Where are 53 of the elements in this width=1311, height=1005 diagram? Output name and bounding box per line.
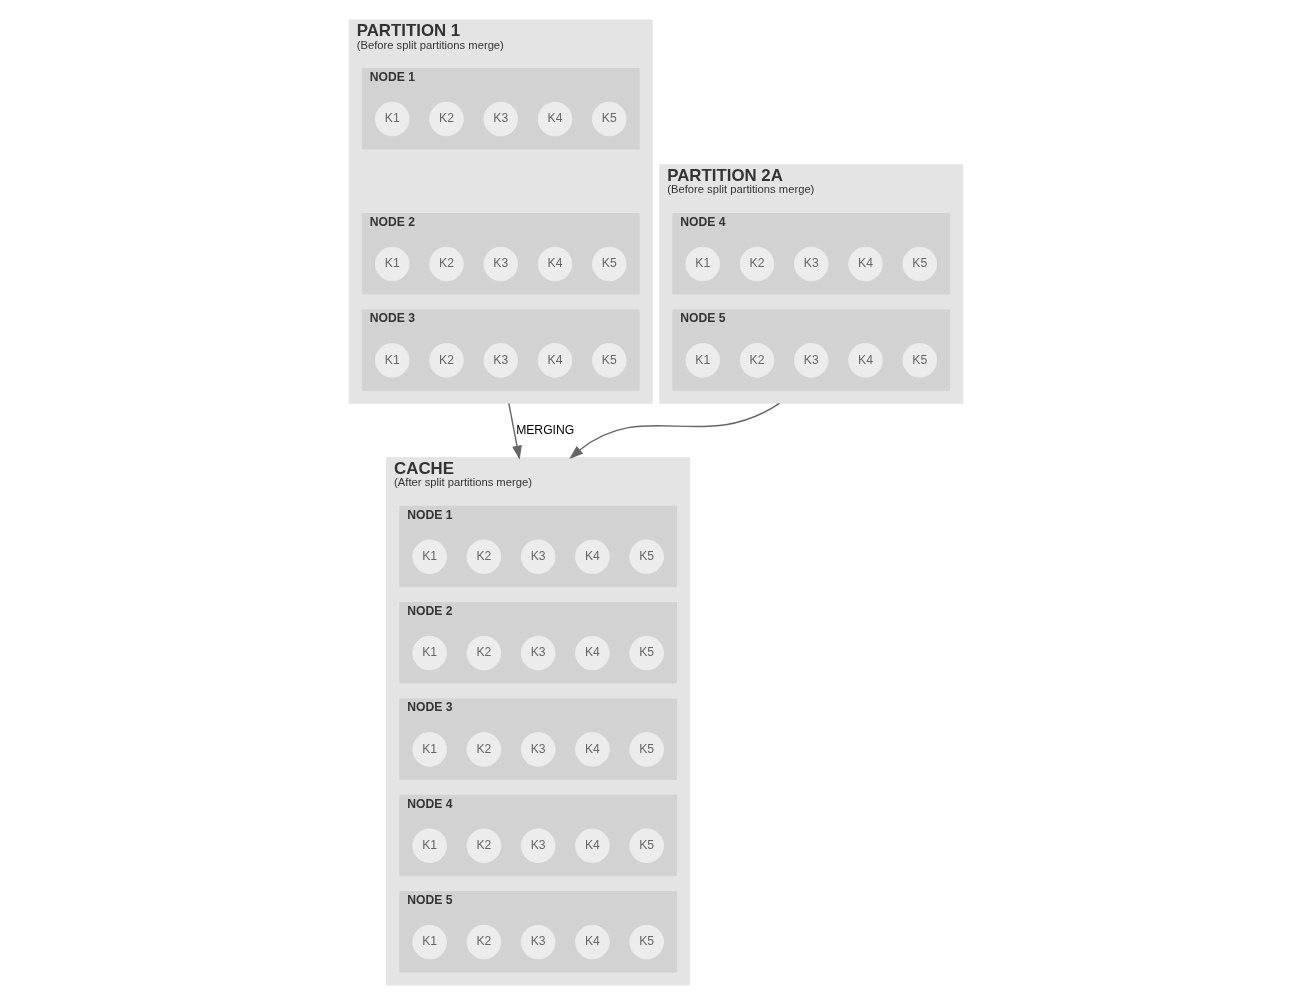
node-circle: K3	[520, 635, 555, 671]
node-circle: K3	[482, 101, 518, 137]
node-circle: K5	[628, 828, 664, 864]
node-circle: K3	[482, 343, 518, 378]
node-circle: K5	[901, 246, 937, 282]
node-circle: K5	[628, 732, 664, 767]
node-circle: K4	[574, 539, 610, 575]
node-circle: K4	[847, 343, 883, 378]
node-circle: K2	[466, 635, 501, 671]
node-circle: K5	[591, 101, 627, 137]
node-circle: K3	[482, 246, 518, 282]
node-circle: K1	[411, 635, 447, 671]
node-circle: K4	[574, 924, 610, 960]
node-circle: K2	[466, 924, 501, 960]
node-circle: K2	[428, 246, 464, 282]
node-circle: K2	[739, 343, 774, 378]
node-circle: K1	[411, 539, 447, 575]
node-circle: K5	[628, 539, 664, 575]
node-circle: K3	[793, 343, 829, 378]
node-circle: K1	[684, 343, 720, 378]
node-circle: K1	[374, 101, 410, 137]
node-circle: K4	[537, 246, 572, 282]
node-circle: K5	[628, 924, 664, 960]
node-circle: K4	[574, 635, 610, 671]
node-circle: K3	[520, 539, 555, 575]
node-circle: K2	[466, 828, 501, 864]
node-circle: K5	[591, 343, 627, 378]
node-circle: K4	[574, 732, 610, 767]
node-circle: K1	[411, 924, 447, 960]
node-circle: K1	[374, 343, 410, 378]
node-circle: K3	[520, 828, 555, 864]
node-circle: K5	[591, 246, 627, 282]
node-circle: K2	[466, 732, 501, 767]
node-circle: K2	[466, 539, 501, 575]
node-circle: K3	[793, 246, 829, 282]
node-circle: K2	[428, 343, 464, 378]
node-circle: K4	[537, 101, 572, 137]
node-circle: K2	[739, 246, 774, 282]
node-circle: K1	[684, 246, 720, 282]
node-circle: K5	[628, 635, 664, 671]
edge-label: MERGING	[515, 422, 574, 437]
node-circle: K4	[847, 246, 883, 282]
node-circle: K3	[520, 924, 555, 960]
node-circle: K5	[901, 343, 937, 378]
arrow	[568, 402, 780, 459]
arrow	[507, 402, 522, 460]
node-circle: K1	[411, 828, 447, 864]
node-circle: K4	[574, 828, 610, 864]
node-circle: K1	[411, 732, 447, 767]
node-circle: K1	[374, 246, 410, 282]
node-circle: K4	[537, 343, 572, 378]
node-circle: K3	[520, 732, 555, 767]
node-circle: K2	[428, 101, 464, 137]
